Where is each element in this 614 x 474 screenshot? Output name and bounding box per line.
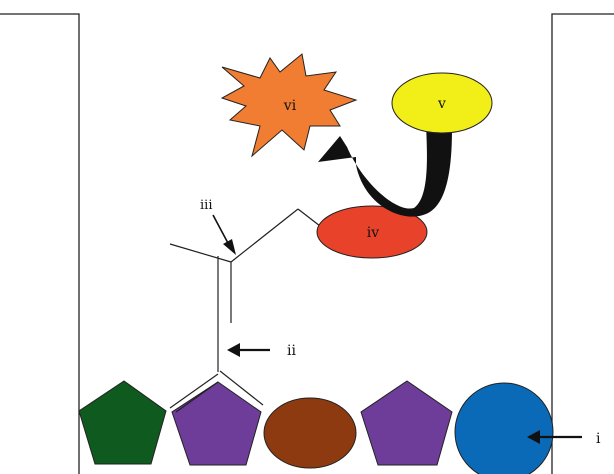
label-v: v (437, 96, 446, 112)
label-iii: iii (200, 198, 212, 213)
pointer-arrows (212, 214, 582, 444)
linker-to-enzyme (297, 208, 321, 227)
yellow-oval (391, 72, 493, 134)
antibody-fork-left-inner (175, 381, 219, 413)
green-pentagon (78, 380, 167, 465)
well-container (0, 13, 614, 474)
red-oval (316, 205, 428, 259)
label-i: i (596, 431, 601, 447)
arrow-ii-head (227, 343, 240, 357)
secondary-arm-right (230, 208, 299, 263)
orange-star (220, 53, 358, 158)
antibody-fork-left (169, 373, 219, 409)
purple-pentagon-right (360, 380, 453, 466)
arrow-iii-shaft (212, 214, 230, 246)
antibody-fork-right (219, 370, 264, 406)
antibody-structure (169, 208, 321, 413)
label-iv: iv (367, 225, 379, 241)
secondary-arm-left (169, 243, 232, 263)
purple-pentagon-left (171, 381, 262, 466)
blue-circle (454, 382, 554, 474)
well-left-wall (0, 13, 80, 474)
arrow-i-head (527, 430, 540, 444)
label-ii: ii (287, 343, 296, 359)
curved-arrow (318, 125, 452, 217)
well-right-wall (551, 13, 614, 474)
label-vi: vi (283, 98, 297, 114)
arrow-iii-head (223, 239, 236, 255)
brown-oval (263, 397, 357, 469)
